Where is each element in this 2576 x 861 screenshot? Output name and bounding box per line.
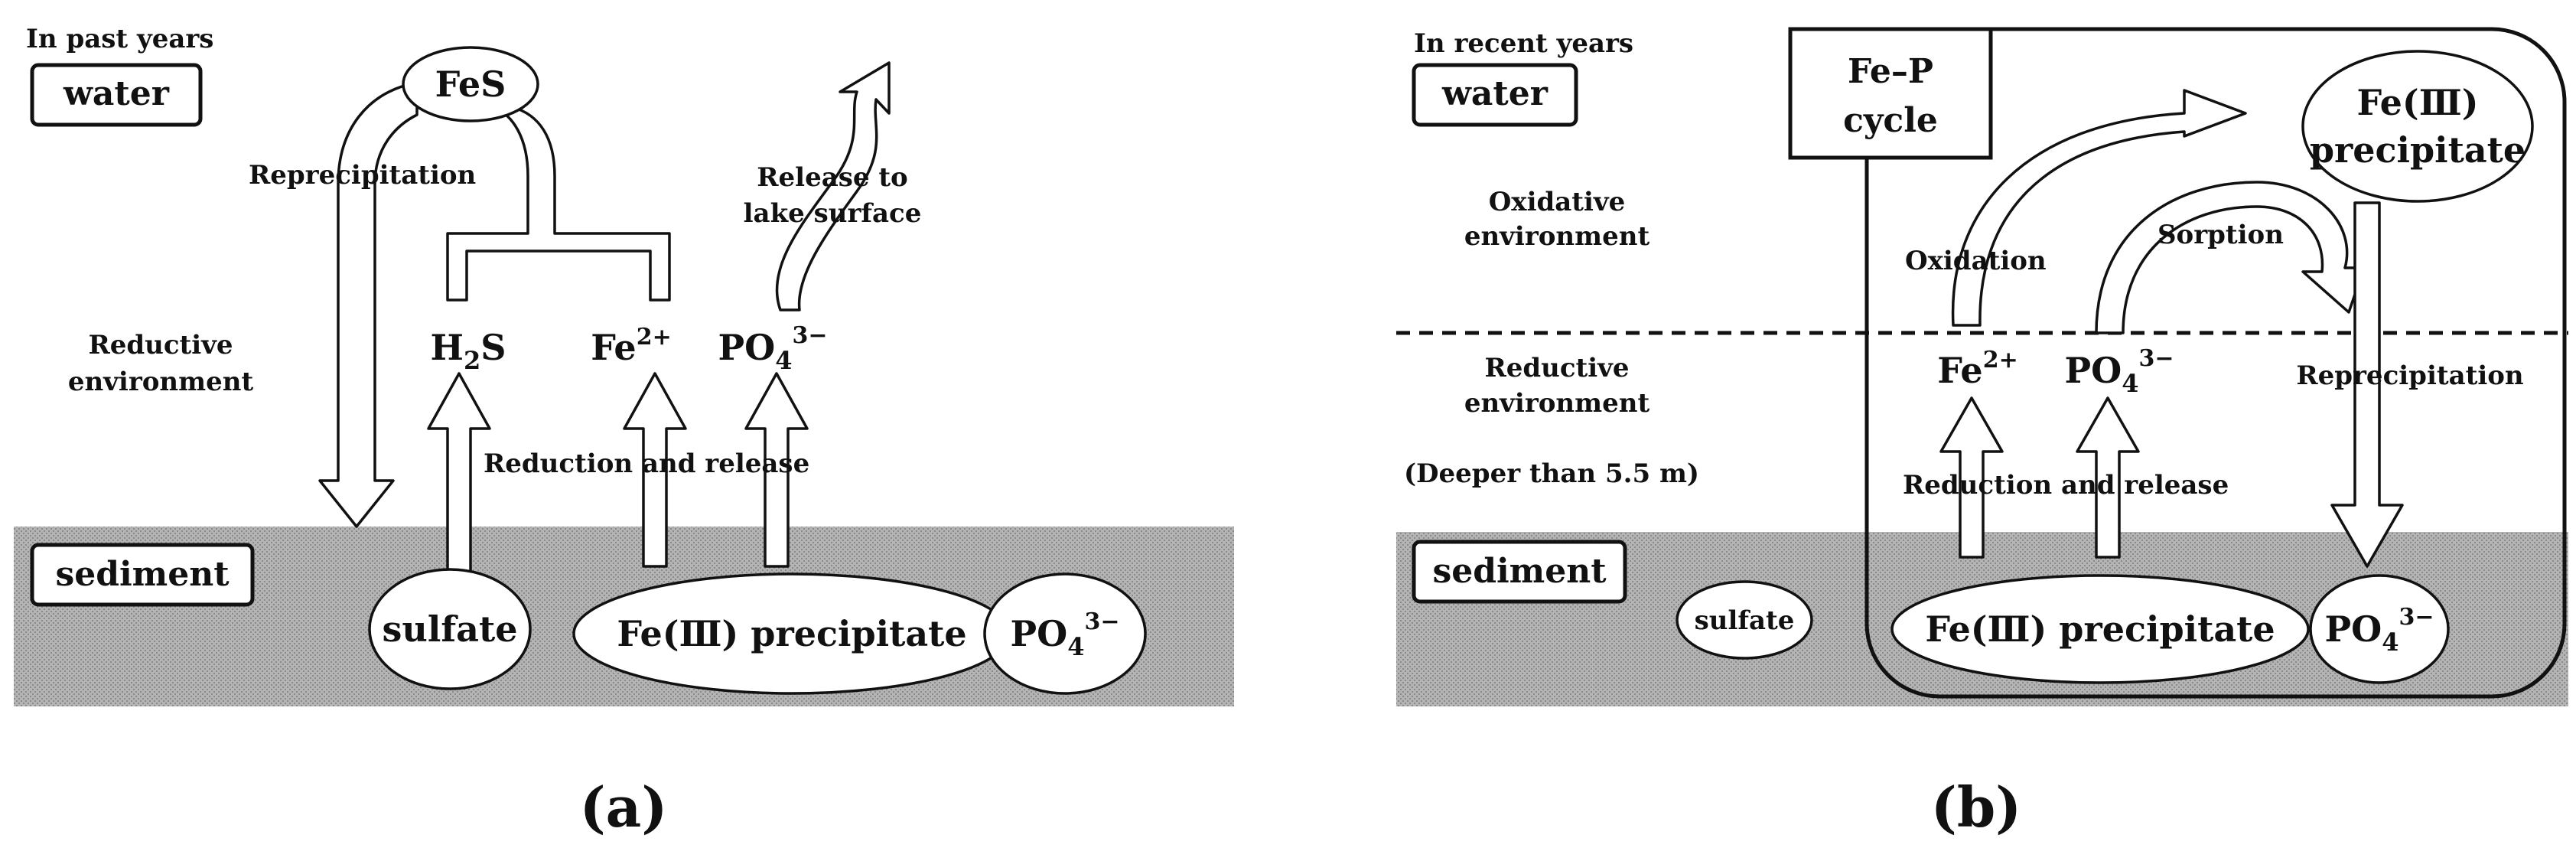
fe2-label-b: Fe2+	[1937, 347, 2017, 391]
sulfate-label-a: sulfate	[383, 608, 518, 650]
fes-ellipse	[402, 46, 539, 122]
fe-p-cycle-boundary	[1864, 27, 2567, 699]
reductive-env-line2: environment	[1464, 388, 1650, 419]
po4-up-arrow-a	[744, 372, 809, 568]
env-label-line2: environment	[68, 367, 254, 397]
sediment-box	[1412, 540, 1627, 604]
reductive-env-line1: Reductive	[1484, 353, 1629, 383]
oxidation-arrow	[1951, 89, 2247, 327]
fe3-precipitate-ellipse-top	[2301, 50, 2534, 203]
fe3-precipitate-top-line2: precipitate	[2310, 129, 2526, 171]
depth-note: (Deeper than 5.5 m)	[1404, 458, 1699, 489]
sediment-label: sediment	[55, 555, 230, 594]
sorption-label: Sorption	[2158, 220, 2284, 250]
po4-sediment-label-a: PO43−	[1011, 608, 1120, 661]
sediment-box	[30, 543, 255, 607]
fe2-label-a: Fe2+	[591, 324, 671, 368]
fe3-precipitate-label-b: Fe(Ⅲ) precipitate	[1925, 608, 2275, 650]
fes-label: FeS	[435, 64, 506, 105]
sulfate-ellipse-b	[1676, 580, 1813, 660]
release-label-line1: Release to	[757, 162, 907, 193]
po4-sediment-label-b: PO43−	[2325, 604, 2434, 657]
sediment-label: sediment	[1432, 552, 1607, 591]
reduction-release-label-a: Reduction and release	[484, 448, 809, 479]
water-label: water	[63, 74, 170, 113]
release-wavy-arrow	[775, 61, 891, 311]
panel-caption-b: (b)	[1931, 775, 2021, 840]
panel-a: In past years water sediment FeS Repreci…	[14, 24, 1234, 840]
sulfate-label-b: sulfate	[1695, 605, 1795, 636]
reprecipitation-arrow-b	[2330, 201, 2404, 568]
po4-label-b: PO43−	[2065, 345, 2174, 398]
oxidative-env-line1: Oxidative	[1489, 187, 1626, 217]
fe-up-arrow-a	[623, 372, 687, 568]
po4-up-arrow-b	[2076, 396, 2140, 559]
po4-ellipse-b	[2309, 574, 2450, 684]
sorption-arrow	[2095, 181, 2366, 334]
fe-p-cycle-label-line1: Fe–P	[1848, 52, 1933, 91]
fe3-precipitate-top-line1: Fe(Ⅲ)	[2357, 82, 2479, 123]
period-label: In recent years	[1414, 28, 1633, 59]
period-label: In past years	[26, 24, 213, 54]
release-label-line2: lake surface	[744, 198, 922, 229]
oxidative-env-line2: environment	[1464, 221, 1650, 252]
fe-up-arrow-b	[1939, 396, 2004, 559]
water-box	[30, 63, 203, 127]
fe-p-cycle-label-line2: cycle	[1843, 101, 1938, 140]
water-label: water	[1441, 74, 1549, 113]
reduction-release-label-b: Reduction and release	[1903, 470, 2229, 501]
po4-ellipse-a	[983, 572, 1147, 695]
fe3-precipitate-label-a: Fe(Ⅲ) precipitate	[617, 613, 966, 654]
oxidation-label: Oxidation	[1905, 246, 2047, 276]
reprecipitation-label-b: Reprecipitation	[2296, 360, 2523, 391]
fe-p-cycle-box	[1788, 27, 1993, 160]
sulfate-up-arrow	[427, 372, 491, 579]
water-box	[1412, 63, 1578, 127]
panel-caption-a: (a)	[580, 775, 668, 840]
fe3-precipitate-ellipse-b	[1890, 574, 2310, 684]
h2s-label: H2S	[431, 327, 506, 375]
po4-label-a: PO43−	[718, 322, 828, 375]
reprecipitation-label: Reprecipitation	[249, 160, 476, 191]
sulfate-ellipse-a	[368, 568, 532, 690]
fes-combine-pipe	[446, 106, 671, 302]
panel-b: In recent years water sediment Fe–P cycl…	[1396, 27, 2568, 840]
reprecipitation-arrow	[318, 81, 418, 528]
env-label-line1: Reductive	[88, 330, 233, 360]
